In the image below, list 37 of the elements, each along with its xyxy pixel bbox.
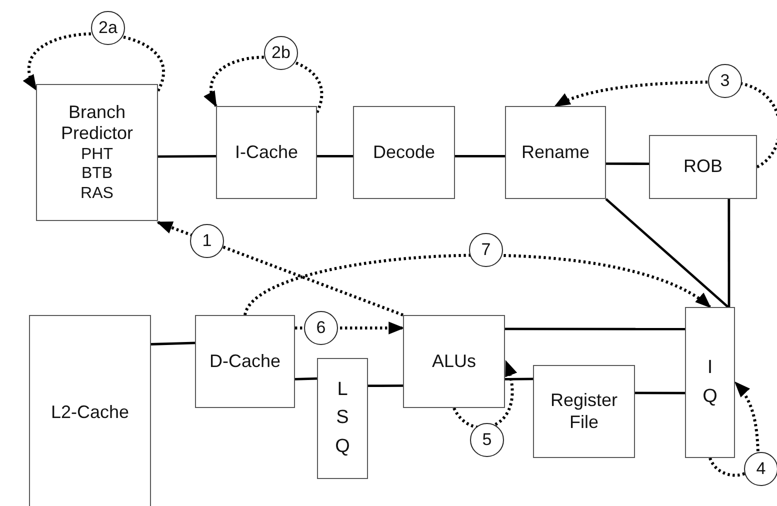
process-box: Decode: [353, 106, 455, 199]
connector-line: [505, 328, 685, 330]
process-box: Rename: [505, 106, 606, 199]
connector-line: [728, 199, 730, 307]
connector-line: [605, 198, 729, 308]
step-number: 6: [304, 311, 338, 345]
dotted-arrow: [708, 381, 760, 477]
process-box: I Q: [685, 307, 735, 458]
dotted-arrow: [24, 32, 165, 92]
connector-line: [368, 384, 403, 388]
dotted-arrow: [156, 220, 404, 316]
step-number: 1: [190, 224, 224, 258]
connector-line: [317, 155, 353, 158]
process-box: I-Cache: [216, 106, 317, 199]
connector-line: [150, 342, 196, 346]
process-box: L2-Cache: [29, 315, 151, 506]
dotted-arrow: [244, 254, 712, 316]
step-number: 5: [470, 423, 504, 457]
process-box: ROB: [649, 135, 757, 199]
process-box: D-Cache: [195, 315, 295, 408]
dotted-arrow: [452, 360, 516, 430]
step-number: 3: [708, 64, 742, 98]
connector-line: [635, 392, 685, 394]
step-number: 2a: [91, 11, 125, 45]
process-box: L S Q: [317, 358, 368, 479]
process-box: ALUs: [403, 315, 505, 408]
connector-line: [606, 162, 649, 165]
dotted-arrow: [554, 80, 777, 168]
step-number: 2b: [264, 36, 298, 70]
step-number: 7: [469, 233, 503, 267]
connector-line: [294, 377, 318, 380]
connector-line: [505, 378, 533, 380]
step-number: 4: [744, 452, 777, 486]
connector-line: [455, 155, 505, 158]
process-box: Register File: [533, 365, 635, 458]
connector-line: [158, 155, 216, 158]
process-box: Branch Predictor PHT BTB RAS: [36, 84, 158, 221]
